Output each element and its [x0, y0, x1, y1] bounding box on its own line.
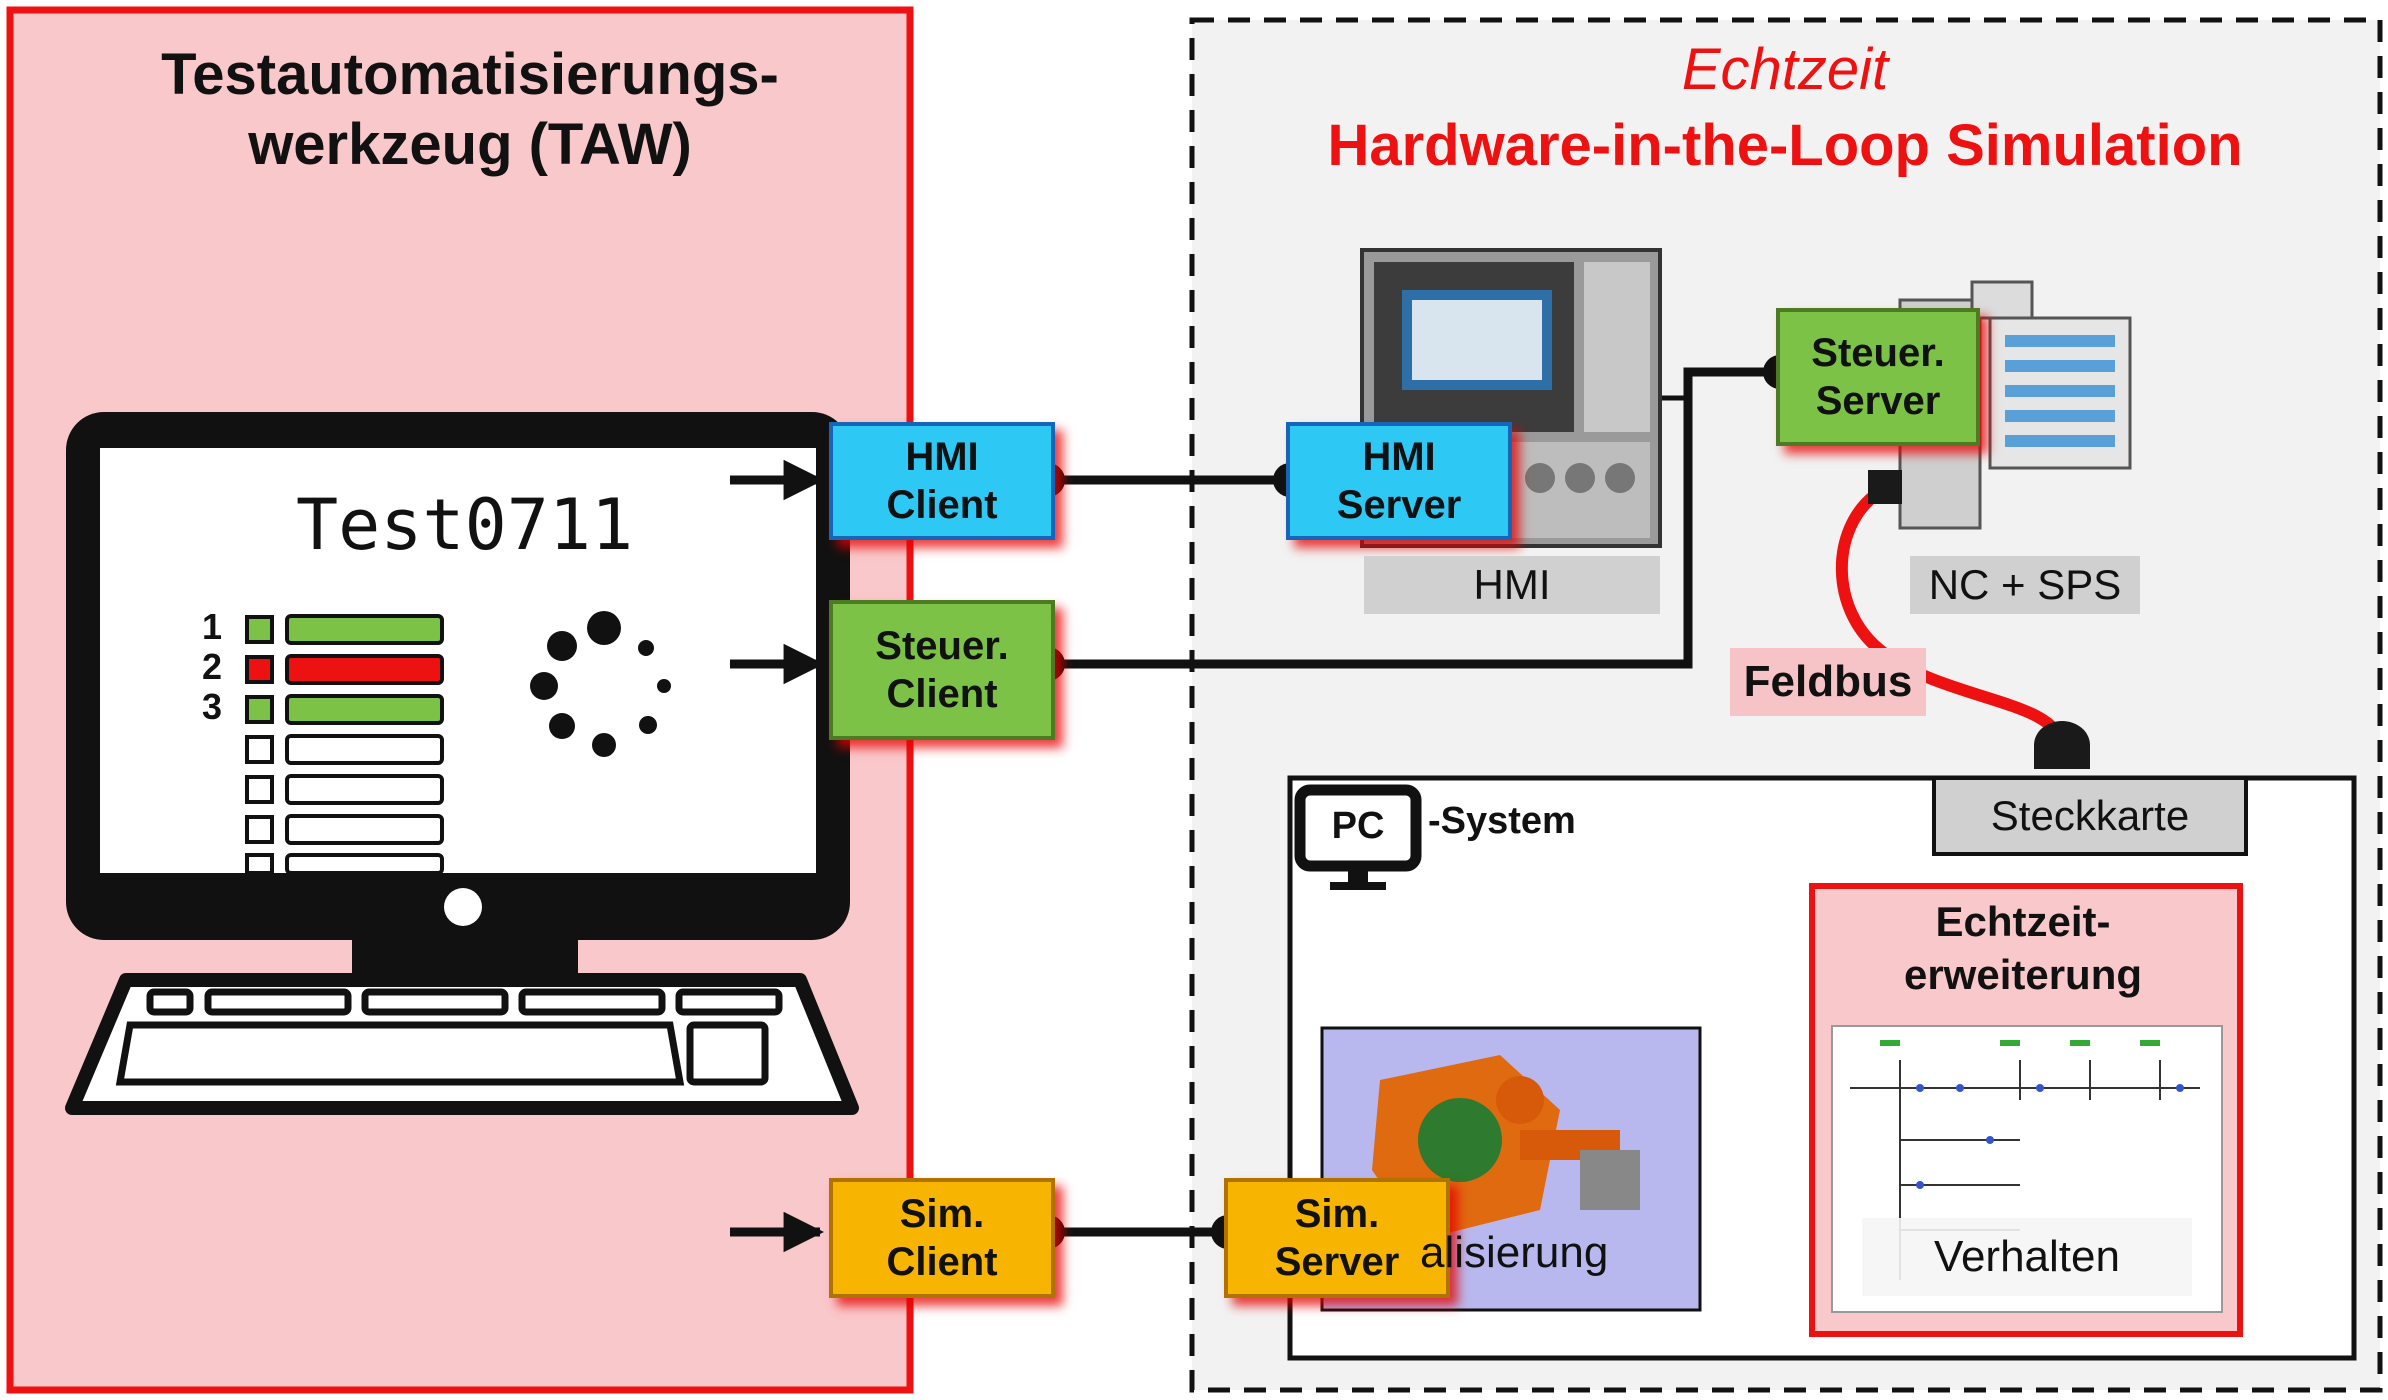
- hil-title-main: Hardware-in-the-Loop Simulation: [1327, 113, 2243, 178]
- test-id-label: Test0711: [296, 484, 634, 566]
- steuer-client-line1: Steuer.: [875, 624, 1009, 668]
- feldbus-label: Feldbus: [1730, 648, 1926, 716]
- taw-title-line2: werkzeug (TAW): [248, 111, 692, 177]
- test-number-3: 3: [202, 686, 223, 727]
- visualisierung-label: alisierung: [1420, 1228, 1609, 1277]
- verhalten-label: Verhalten: [1862, 1218, 2192, 1296]
- steuer-client-box: Steuer.Client: [829, 600, 1055, 740]
- sim-client-line1: Sim.: [899, 1192, 985, 1236]
- nc-sps-label: NC + SPS: [1910, 556, 2140, 614]
- connector-lines: [624, 367, 1810, 1253]
- sim-server-line1: Sim.: [1294, 1192, 1380, 1236]
- monitor-icon: [65, 412, 859, 1115]
- echtzeit-line1: Echtzeit-: [1935, 898, 2111, 945]
- sim-client-box: Sim.Client: [829, 1178, 1055, 1298]
- loading-spinner-icon: [530, 611, 671, 757]
- hmi-server-line2: Server: [1336, 483, 1462, 527]
- taw-title: Testautomatisierungs- werkzeug (TAW): [60, 40, 880, 179]
- sim-server-box: Sim.Server: [1224, 1178, 1450, 1298]
- hmi-client-line2: Client: [886, 483, 998, 527]
- steuer-server-line2: Server: [1815, 379, 1941, 423]
- hmi-panel-device: [1360, 248, 1662, 548]
- steckkarte-label: Steckkarte: [1990, 792, 2190, 839]
- taw-title-line1: Testautomatisierungs-: [161, 42, 779, 107]
- steckkarte-card: [1932, 776, 2248, 856]
- steuer-client-line2: Client: [886, 672, 998, 716]
- steuer-server-line1: Steuer.: [1811, 331, 1945, 375]
- test-number-1: 1: [202, 606, 223, 647]
- echtzeit-erweiterung-title: Echtzeit- erweiterung: [1818, 896, 2228, 1001]
- echtzeit-line2: erweiterung: [1903, 950, 2143, 998]
- hmi-label: HMI: [1364, 556, 1660, 614]
- steuer-server-box: Steuer.Server: [1776, 308, 1980, 446]
- pc-stand-icon: [1330, 866, 1386, 890]
- sim-client-line2: Client: [886, 1240, 998, 1284]
- hmi-client-line1: HMI: [905, 435, 979, 479]
- pc-label: PC: [1331, 804, 1385, 847]
- sim-server-line2: Server: [1274, 1240, 1400, 1284]
- feldbus-connector-bottom: [2034, 721, 2090, 769]
- hmi-server-line1: HMI: [1362, 435, 1436, 479]
- feldbus-connector-top: [1868, 470, 1902, 504]
- test-number-2: 2: [202, 646, 223, 687]
- test-list: [245, 614, 444, 875]
- system-label: -System: [1428, 800, 1576, 842]
- hil-title-echtzeit: Echtzeit: [1681, 37, 1889, 102]
